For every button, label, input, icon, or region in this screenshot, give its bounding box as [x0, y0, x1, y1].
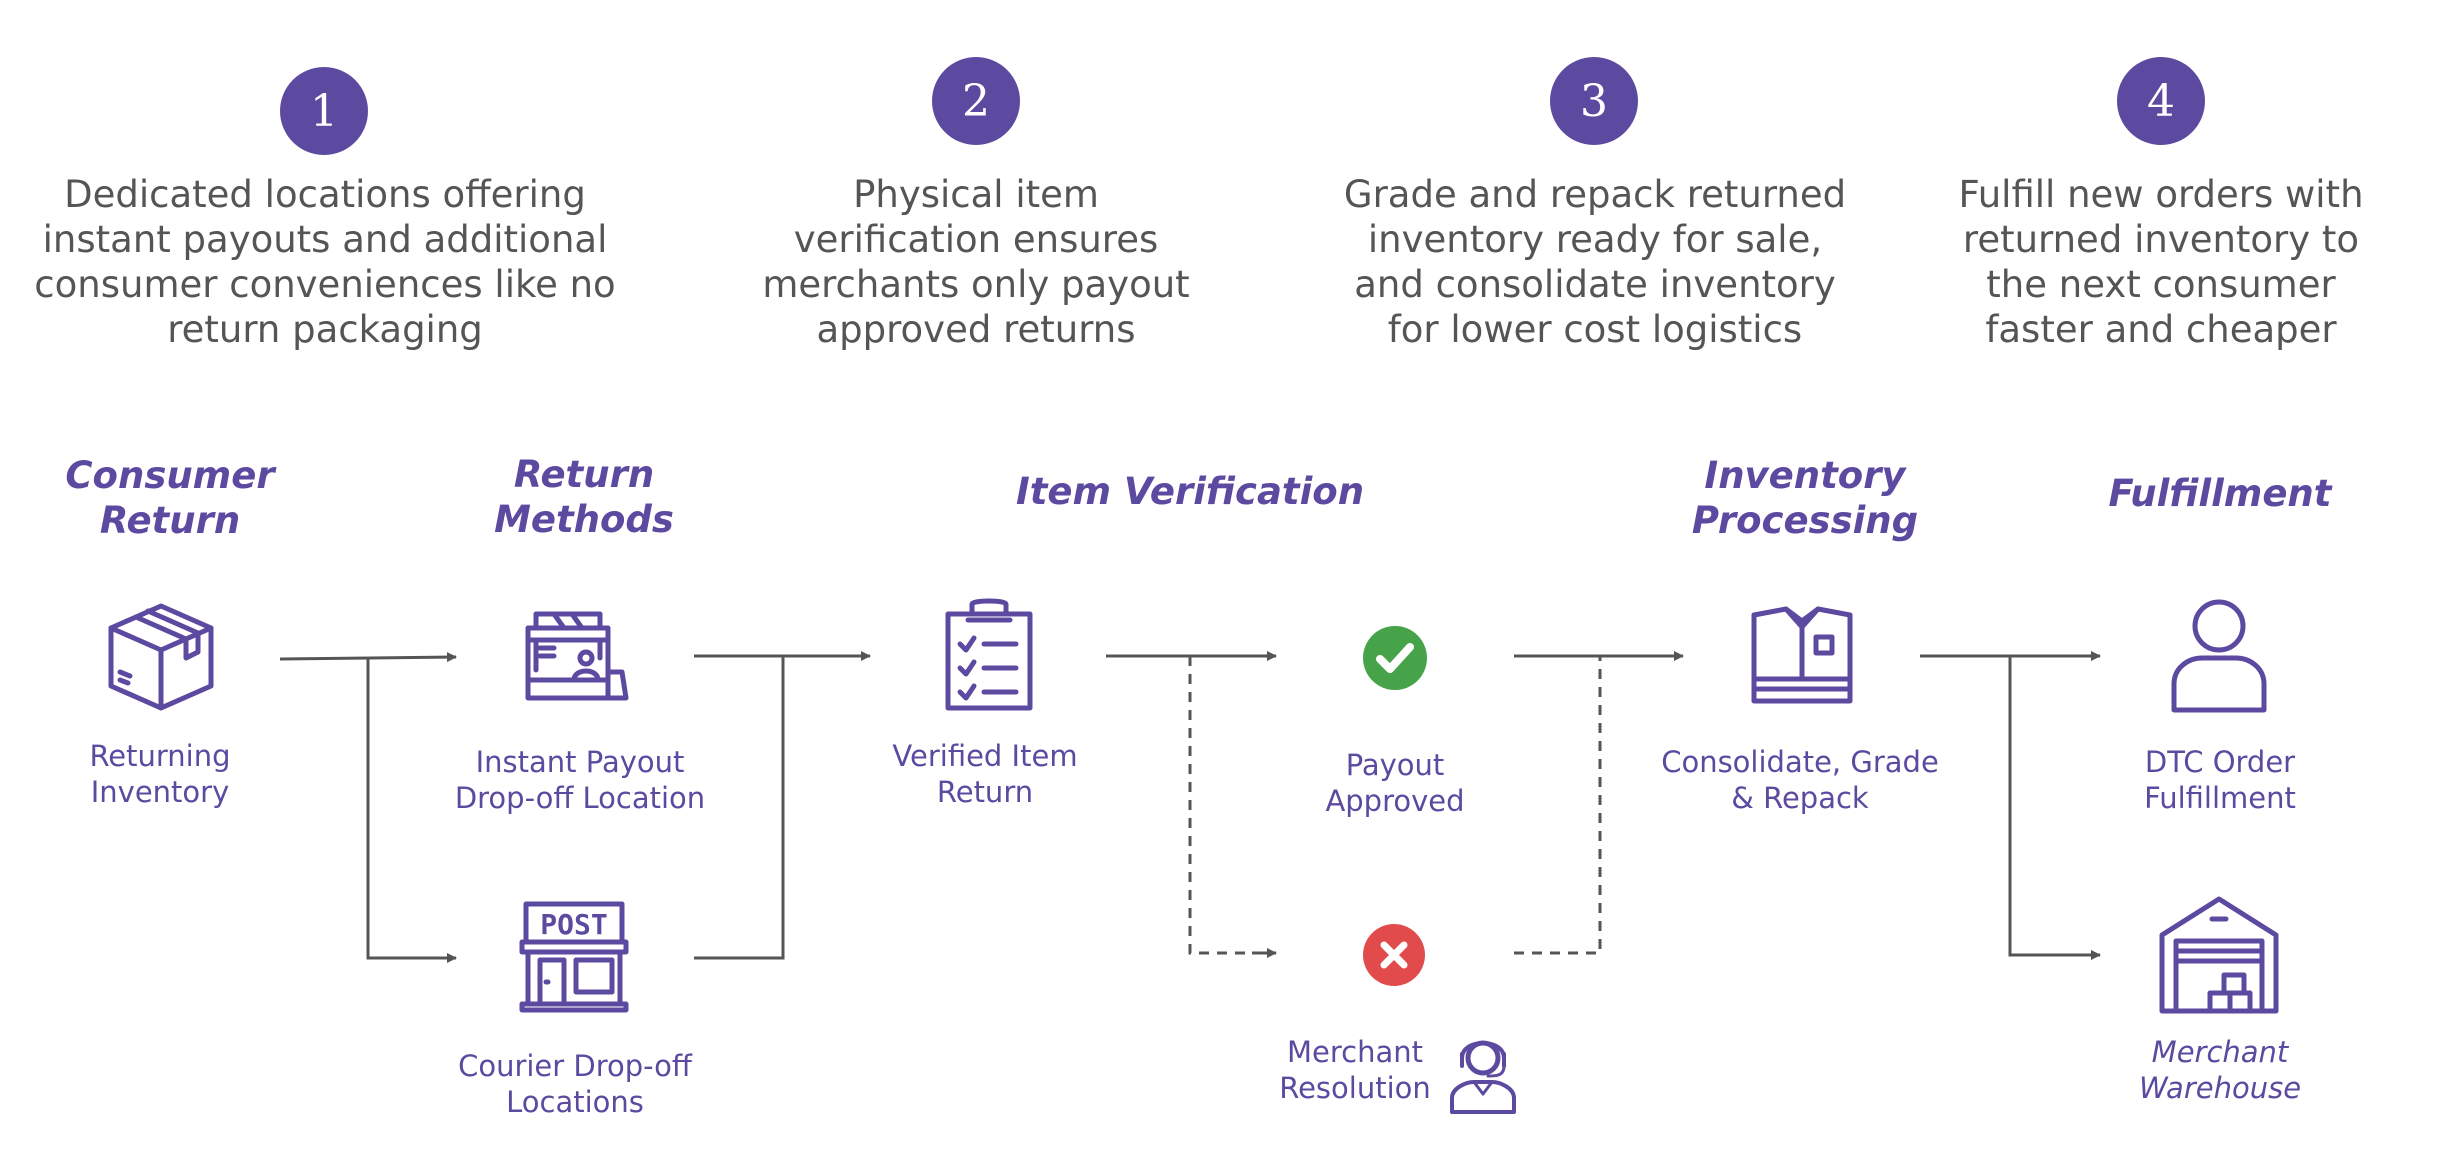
label-merchant-resolution: Merchant Resolution	[1279, 1035, 1431, 1105]
arrow-to-courier	[366, 659, 456, 960]
label-merchant-warehouse: Merchant Warehouse	[2138, 1035, 2302, 1105]
step-3-number-badge: 3	[1550, 57, 1638, 145]
step-2-description: Physical item verification ensures merch…	[762, 173, 1190, 351]
label-dtc-order: DTC Order Fulfillment	[2144, 745, 2296, 815]
stage-return-methods: Return Methods	[494, 453, 674, 541]
stage-consumer-return: Consumer Return	[65, 454, 275, 542]
box-icon	[108, 603, 214, 711]
arrow-to-merchant-resolution	[1188, 656, 1276, 955]
stage-inventory-processing: Inventory Processing	[1691, 454, 1919, 542]
step-1-number-badge: 1	[280, 67, 368, 155]
label-payout-approved: Payout Approved	[1325, 748, 1465, 818]
label-instant-payout: Instant Payout Drop-off Location	[454, 745, 706, 815]
post-office-icon: POST	[519, 901, 629, 1013]
label-returning-inventory: Returning Inventory	[89, 739, 231, 809]
stage-item-verification: Item Verification	[1015, 470, 1365, 513]
label-courier-dropoff: Courier Drop-off Locations	[458, 1049, 692, 1119]
label-consolidate: Consolidate, Grade & Repack	[1661, 745, 1939, 815]
step-1-description: Dedicated locations offering instant pay…	[34, 173, 616, 351]
step-4-number-badge: 4	[2117, 57, 2205, 145]
step-2-number-badge: 2	[932, 57, 1020, 145]
support-agent-icon	[1450, 1040, 1516, 1114]
step-4-description: Fulfill new orders with returned invento…	[1958, 173, 2364, 351]
post-sign-text: POST	[540, 908, 607, 941]
step-3-description: Grade and repack returned inventory read…	[1343, 173, 1847, 351]
arrow-to-merchant-warehouse	[2008, 656, 2100, 957]
stage-fulfillment: Fulfillment	[2108, 472, 2332, 515]
check-circle-icon	[1363, 626, 1427, 690]
folded-shirts-icon	[1751, 606, 1853, 704]
label-verified-item: Verified Item Return	[892, 739, 1078, 809]
kiosk-icon	[525, 611, 629, 701]
person-icon	[2171, 599, 2267, 713]
x-circle-icon	[1363, 924, 1425, 986]
warehouse-icon	[2159, 896, 2279, 1014]
arrow-to-instant-payout	[279, 652, 457, 663]
clipboard-checklist-icon	[945, 598, 1033, 711]
